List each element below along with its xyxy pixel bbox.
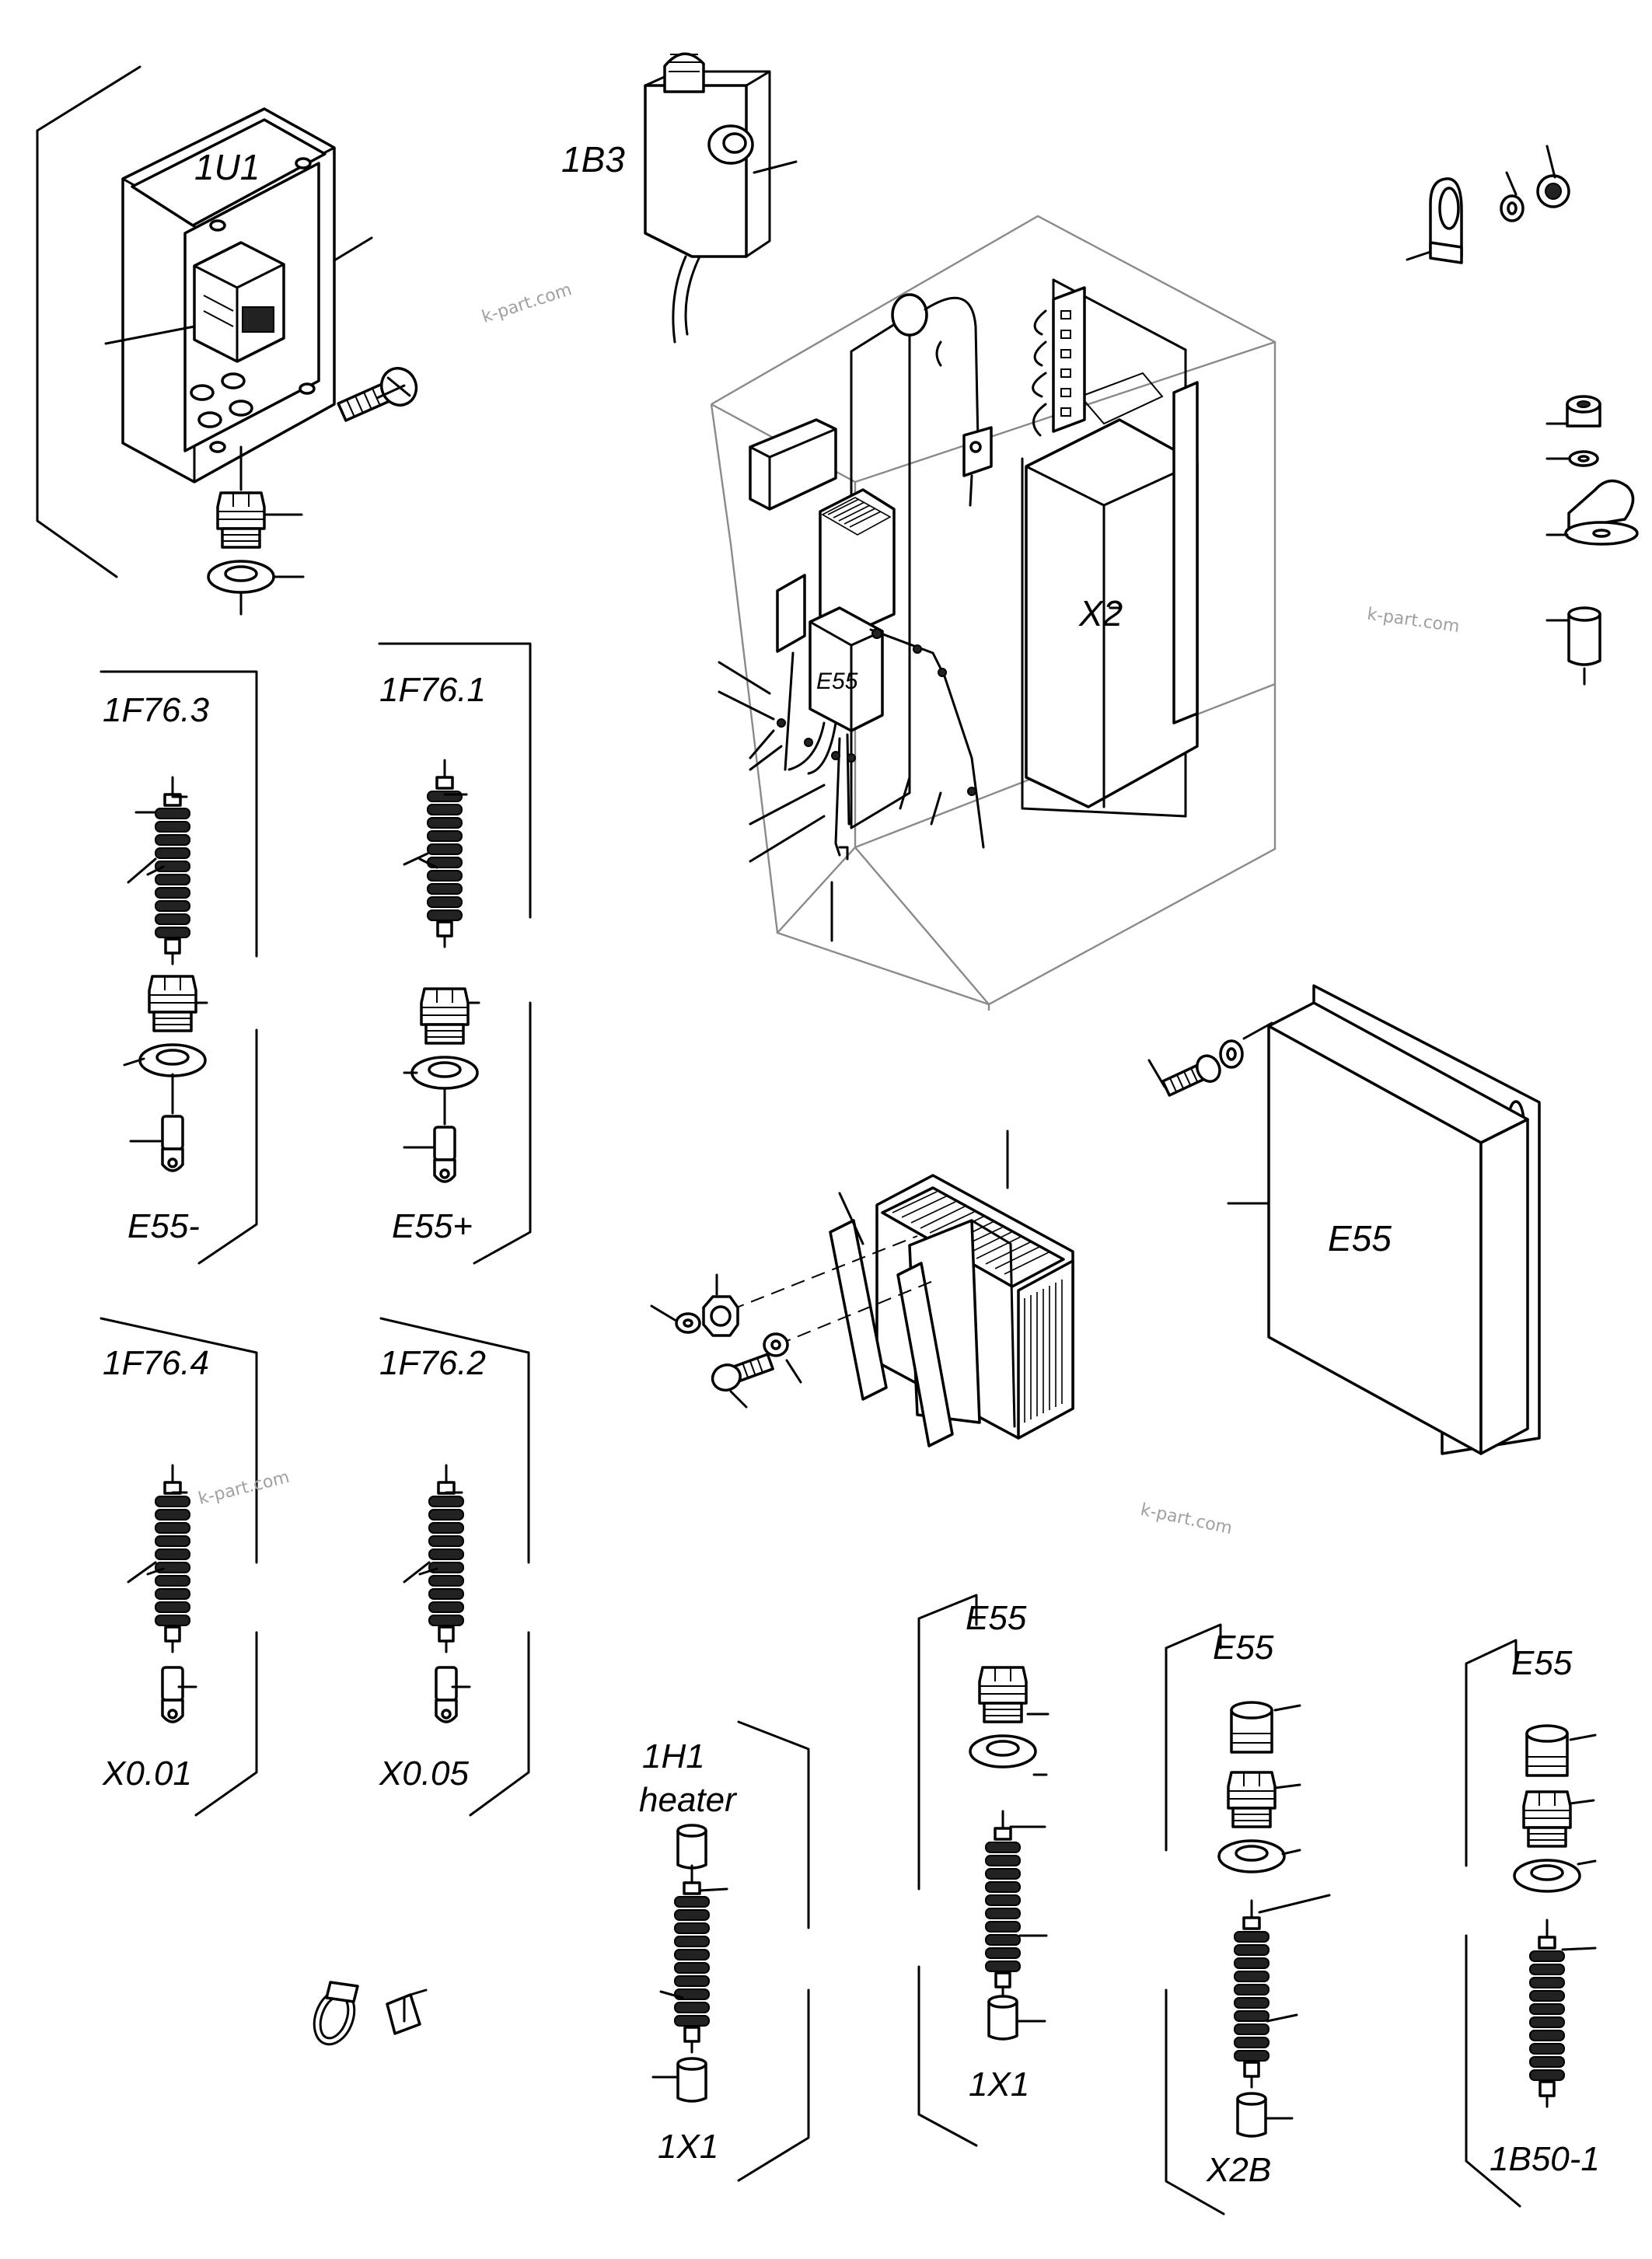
- label-e55-in-cabinet: E55: [816, 669, 858, 694]
- group-1h1: [651, 1720, 810, 2182]
- group-1f76-2: [379, 1317, 530, 1817]
- label-heater: heater: [639, 1781, 736, 1819]
- label-e55-group3: E55: [1511, 1644, 1573, 1682]
- label-e55-enclosure: E55: [1328, 1218, 1392, 1259]
- label-x2: X2: [1079, 593, 1123, 634]
- label-x2b: X2B: [1207, 2151, 1272, 2189]
- label-1f76-4: 1F76.4: [103, 1344, 209, 1382]
- label-1u1: 1U1: [194, 147, 260, 187]
- group-e55-1x1: [917, 1594, 1050, 2147]
- label-1x1-group1: 1X1: [969, 2065, 1030, 2104]
- label-x0-01: X0.01: [103, 1754, 192, 1793]
- group-1f76-3: [100, 670, 258, 1265]
- label-1f76-2: 1F76.2: [379, 1344, 486, 1382]
- label-1h1: 1H1: [642, 1737, 705, 1775]
- label-x0-05: X0.05: [379, 1754, 469, 1793]
- group-e55-1b50: [1465, 1639, 1597, 2208]
- group-1f76-4: [100, 1317, 258, 1817]
- group-e55-enclosure: [1147, 984, 1541, 1455]
- group-1f76-1: [378, 642, 532, 1265]
- group-1u1: [36, 65, 418, 616]
- label-e55-minus: E55-: [127, 1207, 200, 1245]
- group-clamp-top: [1406, 145, 1570, 264]
- group-cable-tie: [313, 1981, 428, 2046]
- label-e55-group2: E55: [1213, 1629, 1274, 1667]
- label-e55-group1: E55: [966, 1599, 1027, 1637]
- label-e55-plus: E55+: [392, 1207, 473, 1245]
- label-1b3: 1B3: [561, 139, 625, 180]
- group-heater-panel: [650, 1130, 1074, 1447]
- group-clamp-right: [1545, 395, 1639, 686]
- label-1f76-1: 1F76.1: [379, 671, 486, 709]
- label-1b50-1: 1B50-1: [1490, 2140, 1600, 2178]
- label-1x1-heater: 1X1: [658, 2128, 719, 2166]
- group-cabinet-x2: [710, 215, 1277, 1011]
- label-1f76-3: 1F76.3: [103, 691, 209, 729]
- group-1b3: [644, 52, 798, 344]
- group-e55-x2b: [1165, 1623, 1331, 2215]
